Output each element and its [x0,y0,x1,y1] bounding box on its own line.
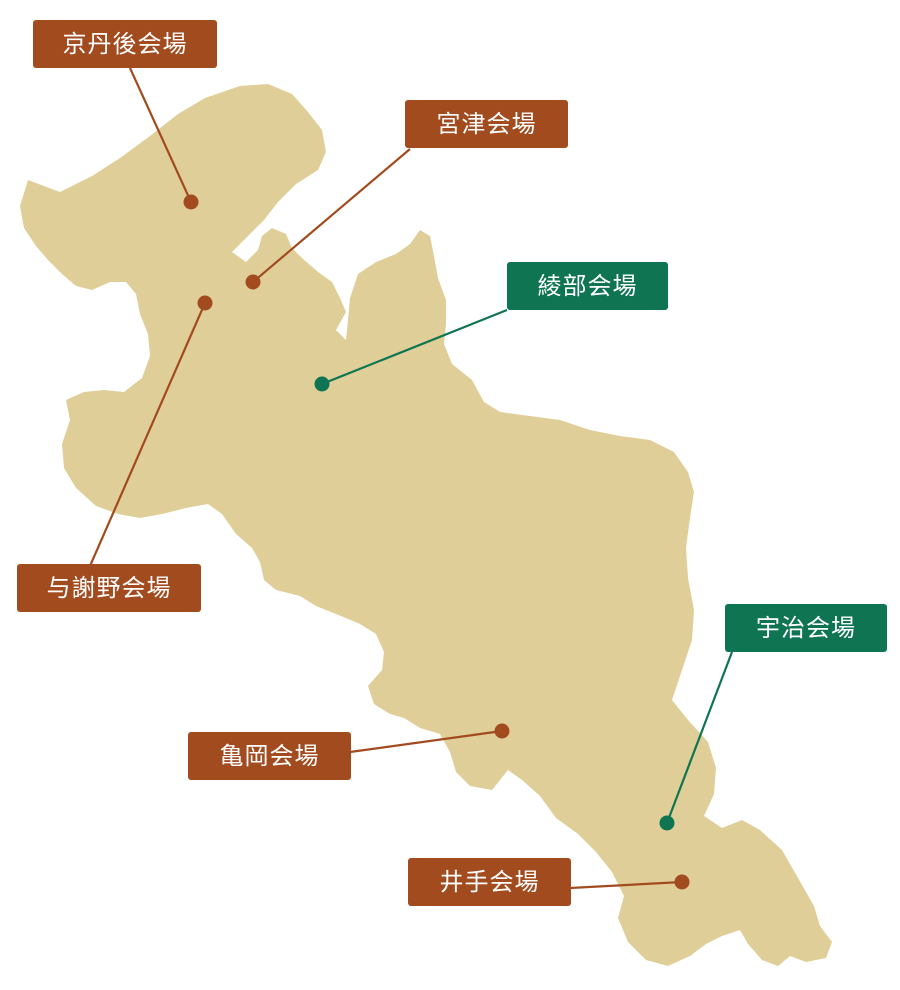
location-dot-ide[interactable] [674,874,690,890]
leader-line-yosano [88,302,207,567]
location-dot-kyotango[interactable] [183,194,199,210]
location-dot-miyazu[interactable] [245,274,261,290]
leader-line-ayabe [321,308,508,386]
venue-label-miyazu[interactable]: 宮津会場 [405,100,568,148]
leader-lines [88,67,734,890]
location-dots [183,194,690,890]
venue-label-kyotango[interactable]: 京丹後会場 [33,20,217,68]
venue-label-yosano[interactable]: 与謝野会場 [17,564,201,612]
venue-label-ayabe[interactable]: 綾部会場 [507,262,668,310]
venue-label-uji[interactable]: 宇治会場 [725,604,887,652]
location-dot-yosano[interactable] [197,295,213,311]
location-dot-uji[interactable] [659,815,675,831]
location-dot-kameoka[interactable] [494,723,510,739]
prefecture-land-shape [20,84,832,966]
leader-line-kyotango [128,67,193,203]
venue-label-ide[interactable]: 井手会場 [408,858,571,906]
leader-line-ide [569,880,683,890]
venue-label-kameoka[interactable]: 亀岡会場 [188,732,351,780]
leader-line-miyazu [252,148,411,283]
leader-line-uji [665,651,734,824]
leader-line-kameoka [349,729,503,754]
location-dot-ayabe[interactable] [314,376,330,392]
